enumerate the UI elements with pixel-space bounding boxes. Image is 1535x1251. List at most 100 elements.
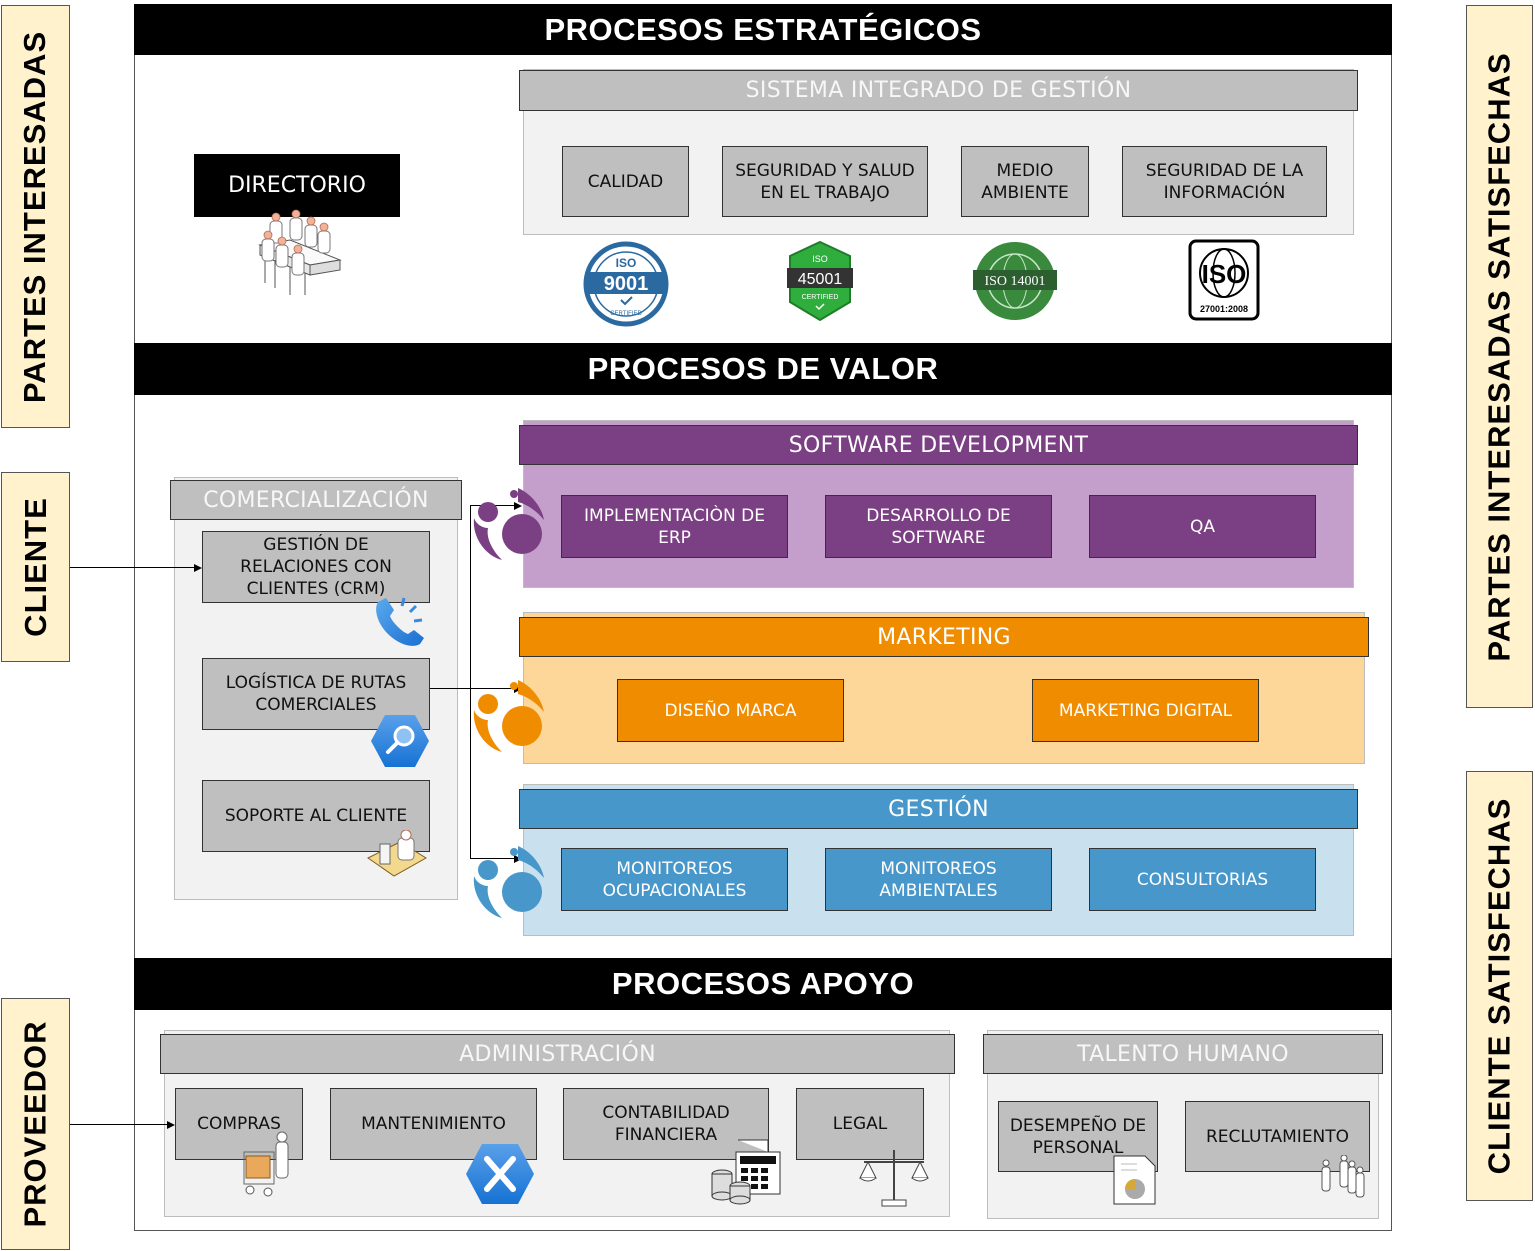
side-label-text: PARTES INTERESADAS (17, 30, 53, 403)
talento-header: TALENTO HUMANO (983, 1034, 1383, 1074)
sig-item-label: SEGURIDAD DE LA INFORMACIÓN (1145, 160, 1304, 203)
support-agent-icon (367, 830, 427, 877)
people-group-icon (1321, 1155, 1365, 1198)
gestion-item[interactable]: MONITOREOS OCUPACIONALES (561, 848, 788, 911)
talento-item-desempeno[interactable]: DESEMPEÑO DE PERSONAL (998, 1101, 1158, 1172)
sig-item-label: MEDIO AMBIENTE (981, 160, 1069, 203)
badge-top-text: ISO (812, 254, 828, 264)
administracion-item-legal[interactable]: LEGAL (796, 1088, 924, 1160)
item-label: DESARROLLO DE SOFTWARE (866, 505, 1011, 548)
software-development-item[interactable]: QA (1089, 495, 1316, 558)
administracion-item-contabilidad[interactable]: CONTABILIDAD FINANCIERA (563, 1088, 769, 1160)
side-label-cliente: CLIENTE (1, 472, 70, 662)
comercializacion-item-logistica[interactable]: LOGÍSTICA DE RUTAS COMERCIALES (202, 658, 430, 730)
sig-item-seguridad-informacion[interactable]: SEGURIDAD DE LA INFORMACIÓN (1122, 146, 1327, 217)
badge-sub-text: 27001:2008 (1200, 304, 1248, 314)
talento-title: TALENTO HUMANO (1077, 1041, 1289, 1067)
arrow-head (194, 564, 202, 572)
badge-sub-text: CERTIFIED (610, 311, 642, 317)
marketing-item[interactable]: MARKETING DIGITAL (1032, 679, 1259, 742)
item-label: RECLUTAMIENTO (1205, 1126, 1350, 1147)
sig-item-medio-ambiente[interactable]: MEDIO AMBIENTE (961, 146, 1089, 217)
sig-title: SISTEMA INTEGRADO DE GESTIÓN (745, 78, 1132, 103)
connector-comercializacion-marketing (430, 688, 514, 689)
administracion-title: ADMINISTRACIÓN (459, 1041, 656, 1067)
company-logo-icon (473, 680, 544, 752)
iso-27001-badge-icon: ISO 27001:2008 (1188, 239, 1260, 321)
item-label: MONITOREOS AMBIENTALES (879, 858, 998, 901)
tools-icon (466, 1144, 534, 1204)
section-header-valor: PROCESOS DE VALOR (134, 343, 1392, 395)
side-label-proveedor: PROVEEDOR (1, 998, 70, 1250)
report-chart-icon (1113, 1155, 1156, 1205)
item-label: CONTABILIDAD FINANCIERA (602, 1103, 730, 1145)
badge-main-text: ISO (1202, 259, 1247, 289)
section-title: PROCESOS APOYO (611, 966, 915, 1001)
item-label: CONSULTORIAS (1136, 869, 1269, 890)
comercializacion-title: COMERCIALIZACIÓN (203, 487, 429, 513)
iso-14001-badge-icon: ISO 14001 (973, 242, 1057, 320)
side-label-text: PROVEEDOR (17, 1020, 53, 1228)
item-label: MONITOREOS OCUPACIONALES (602, 858, 747, 901)
connector-proveedor-compras (70, 1124, 167, 1125)
sig-item-label: SEGURIDAD Y SALUD EN EL TRABAJO (735, 160, 915, 203)
calculator-coins-icon (711, 1139, 781, 1205)
item-label: GESTIÓN DE RELACIONES CON CLIENTES (CRM) (240, 535, 392, 599)
section-header-estrategicos: PROCESOS ESTRATÉGICOS (134, 4, 1392, 55)
company-logo-icon (473, 846, 544, 918)
group-title: GESTIÓN (888, 796, 989, 822)
boardroom-meeting-icon (258, 209, 342, 295)
group-title: MARKETING (877, 624, 1011, 650)
arrow-head (167, 1121, 175, 1129)
side-label-cliente-satisfechas: CLIENTE SATISFECHAS (1466, 771, 1533, 1201)
badge-main-text: 45001 (798, 271, 843, 288)
marketing-item[interactable]: DISEÑO MARCA (617, 679, 844, 742)
connector-vertical (470, 505, 471, 859)
item-label: DISEÑO MARCA (664, 700, 797, 721)
section-title: PROCESOS ESTRATÉGICOS (544, 11, 982, 47)
marketing-header: MARKETING (519, 617, 1369, 657)
connector-comercializacion-gestion (470, 858, 514, 859)
sig-header: SISTEMA INTEGRADO DE GESTIÓN (519, 70, 1358, 111)
software-development-item[interactable]: IMPLEMENTACIÒN DE ERP (561, 495, 788, 558)
sig-item-sst[interactable]: SEGURIDAD Y SALUD EN EL TRABAJO (722, 146, 928, 217)
scales-icon (859, 1150, 929, 1207)
comercializacion-item-soporte[interactable]: SOPORTE AL CLIENTE (202, 780, 430, 852)
badge-main-text: 9001 (604, 273, 649, 295)
shopping-cart-person-icon (243, 1131, 289, 1197)
gestion-item[interactable]: MONITOREOS AMBIENTALES (825, 848, 1052, 911)
software-development-header: SOFTWARE DEVELOPMENT (519, 425, 1358, 465)
item-label: DESEMPEÑO DE PERSONAL (1009, 1115, 1147, 1158)
search-icon (371, 715, 429, 767)
item-label: QA (1189, 516, 1215, 537)
side-label-text: PARTES INTERESADAS SATISFECHAS (1481, 51, 1517, 662)
iso-9001-badge-icon: 9001 ISO CERTIFIED (583, 241, 669, 327)
badge-main-text: ISO 14001 (984, 274, 1045, 289)
gestion-item[interactable]: CONSULTORIAS (1089, 848, 1316, 911)
iso-45001-badge-icon: ISO 45001 CERTIFIED (787, 240, 853, 322)
sig-item-calidad[interactable]: CALIDAD (562, 146, 689, 217)
talento-item-reclutamiento[interactable]: RECLUTAMIENTO (1185, 1101, 1370, 1172)
directorio-box[interactable]: DIRECTORIO (194, 154, 400, 217)
side-label-partes-satisfechas: PARTES INTERESADAS SATISFECHAS (1466, 5, 1533, 708)
administracion-header: ADMINISTRACIÓN (160, 1034, 955, 1074)
company-logo-icon (473, 488, 544, 560)
comercializacion-item-crm[interactable]: GESTIÓN DE RELACIONES CON CLIENTES (CRM) (202, 531, 430, 603)
item-label: MANTENIMIENTO (361, 1114, 506, 1134)
arrow-head (514, 502, 522, 510)
phone-icon (376, 597, 424, 646)
item-label: LOGÍSTICA DE RUTAS COMERCIALES (225, 673, 407, 715)
side-label-partes-interesadas: PARTES INTERESADAS (1, 5, 70, 428)
item-label: IMPLEMENTACIÒN DE ERP (584, 505, 765, 548)
sig-item-label: CALIDAD (587, 171, 664, 192)
connector-cliente-crm (70, 567, 194, 568)
side-label-text: CLIENTE (17, 497, 53, 637)
item-label: COMPRAS (197, 1114, 281, 1134)
group-title: SOFTWARE DEVELOPMENT (788, 432, 1089, 458)
directorio-label: DIRECTORIO (228, 173, 366, 198)
section-title: PROCESOS DE VALOR (587, 351, 939, 386)
badge-top-text: ISO (616, 256, 637, 270)
item-label: MARKETING DIGITAL (1058, 700, 1233, 721)
badge-sub-text: CERTIFIED (802, 294, 839, 301)
software-development-item[interactable]: DESARROLLO DE SOFTWARE (825, 495, 1052, 558)
